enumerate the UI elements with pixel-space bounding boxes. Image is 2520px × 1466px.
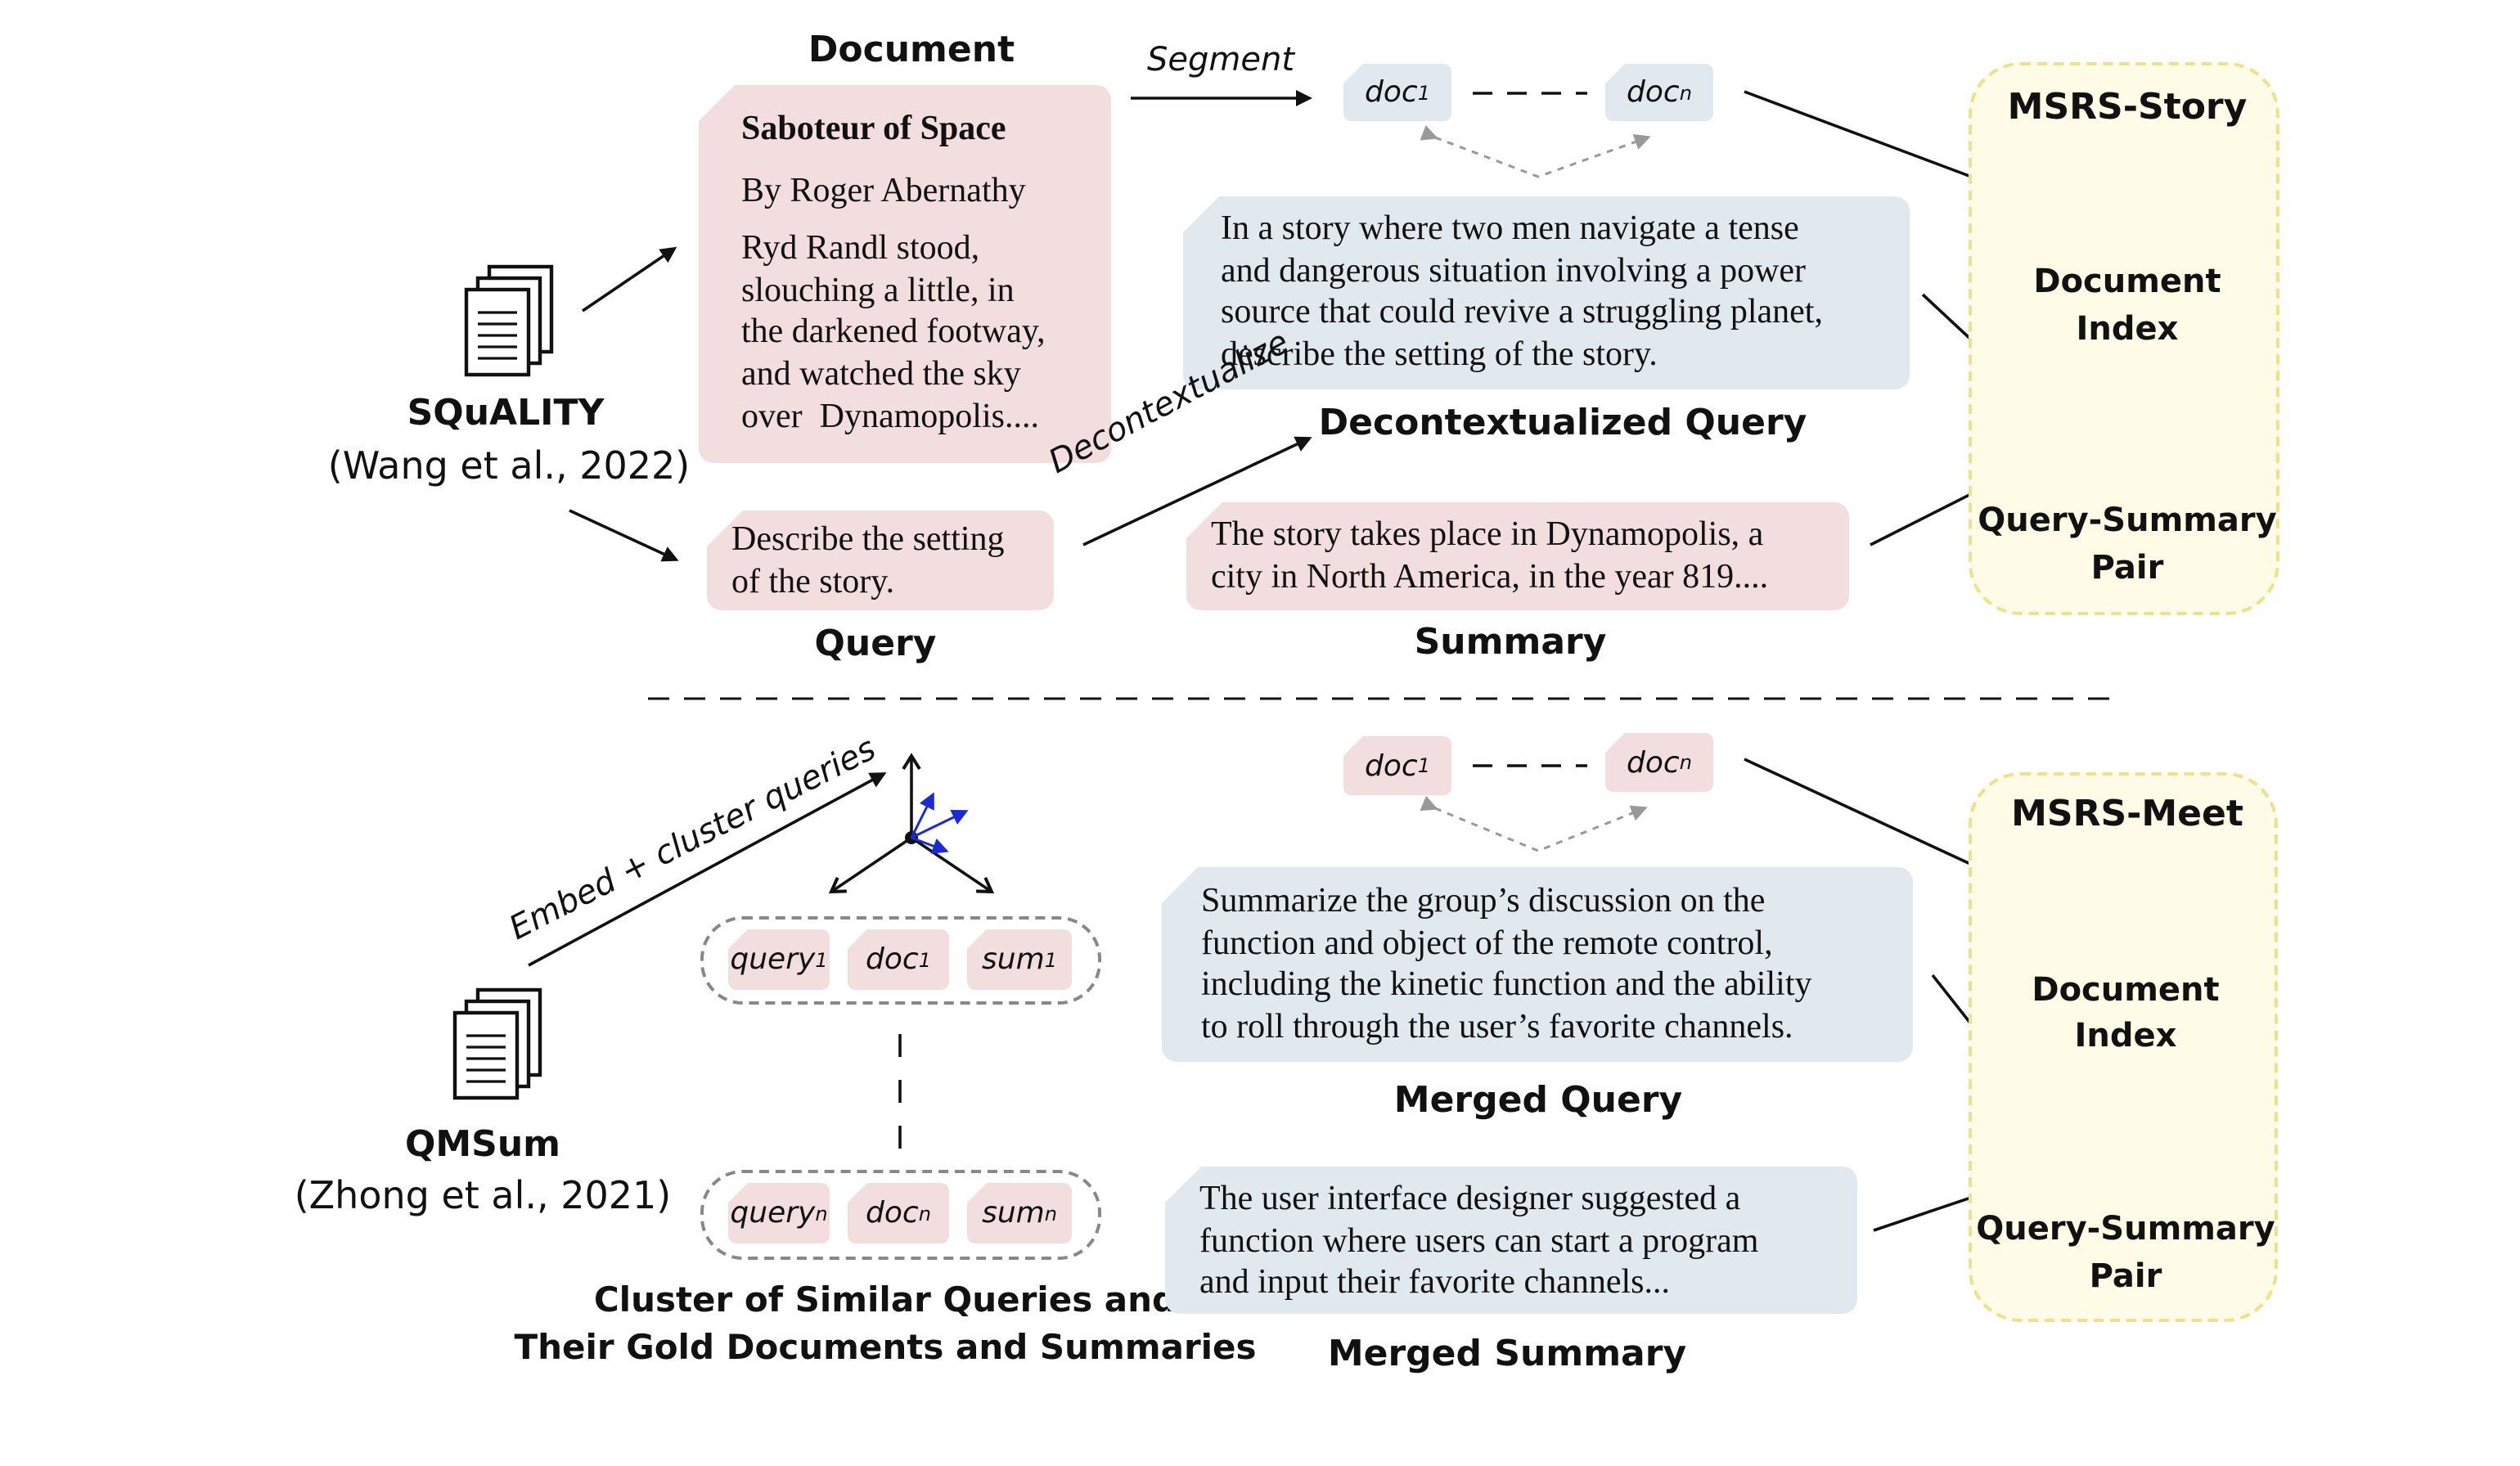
- arrow-squality-to-document: [581, 246, 677, 313]
- chip-text: doc: [1627, 745, 1680, 780]
- arrow-squality-to-query: [569, 509, 679, 562]
- chip-text: doc: [1365, 749, 1418, 783]
- decontextualized-query-label: Decontextualized Query: [1318, 403, 1807, 444]
- segment-label: Segment: [1147, 39, 1294, 79]
- document-line: Ryd Randl stood,: [741, 227, 980, 268]
- cluster-label: Cluster of Similar Queries and: [593, 1280, 1177, 1320]
- query-line: and dangerous situation involving a powe…: [1221, 250, 1807, 290]
- dotted-merge-bottom: [1420, 795, 1648, 852]
- chip-text: sum: [982, 942, 1045, 977]
- chip-text: sum: [982, 1196, 1045, 1230]
- msrs-story-box: [1969, 62, 2279, 615]
- chip-sub: 1: [1417, 754, 1430, 777]
- summary-line: city in North America, in the year 819..…: [1211, 555, 1769, 596]
- chip-sub: n: [815, 1202, 828, 1225]
- qmsum-name: QMSum: [404, 1125, 561, 1166]
- merged-summary-card: The user interface designer suggested a …: [1165, 1167, 1857, 1314]
- qmsum-citation: (Zhong et al., 2021): [294, 1176, 672, 1218]
- document-line: over Dynamopolis....: [741, 395, 1039, 435]
- msrs-story-title: MSRS-Story: [2007, 88, 2248, 128]
- chip-sub: n: [918, 1202, 931, 1225]
- document-index-label: Document: [2032, 969, 2220, 1009]
- query-line: source that could revive a struggling pl…: [1221, 291, 1823, 331]
- query-line: including the kinetic function and the a…: [1201, 964, 1812, 1004]
- query-line: describe the setting of the story.: [1221, 333, 1658, 373]
- document-line: slouching a little, in: [741, 269, 1015, 309]
- arrow-embed-cluster: [528, 772, 887, 967]
- chip-text: doc: [1365, 75, 1418, 110]
- document-line: the darkened footway,: [741, 311, 1046, 351]
- query-summary-pair-label: Pair: [2089, 1256, 2162, 1295]
- document-card: Saboteur of Space By Roger Abernathy Ryd…: [699, 85, 1111, 463]
- cluster-label: Their Gold Documents and Summaries: [514, 1328, 1257, 1367]
- summary-line: The story takes place in Dynamopolis, a: [1211, 514, 1764, 553]
- chip-text: doc: [1627, 75, 1680, 110]
- document-title: Saboteur of Space: [741, 108, 1006, 147]
- chip-sub: 1: [918, 948, 931, 971]
- document-index-label: Document: [2033, 261, 2221, 300]
- merged-summary-label: Merged Summary: [1327, 1334, 1687, 1375]
- chip-sub: 1: [1044, 948, 1057, 971]
- document-line: and watched the sky: [741, 353, 1021, 393]
- cluster-last: [700, 1170, 1101, 1260]
- chip-sub: n: [1679, 751, 1692, 774]
- summary-label: Summary: [1414, 623, 1607, 663]
- chip-text: query: [730, 942, 816, 977]
- query-line: Summarize the group’s discussion on the: [1201, 880, 1766, 920]
- chip-text: query: [730, 1196, 816, 1230]
- query-line: In a story where two men navigate a tens…: [1221, 208, 1799, 247]
- query-line: function and object of the remote contro…: [1201, 922, 1773, 962]
- query-line: of the story.: [731, 560, 895, 600]
- chip-sub: 1: [1417, 81, 1430, 104]
- axis-right: [910, 836, 995, 894]
- chip-text: doc: [866, 942, 919, 977]
- document-label: Document: [808, 30, 1015, 71]
- cluster-first: [700, 916, 1101, 1005]
- query-line: to roll through the user’s favorite chan…: [1201, 1005, 1793, 1046]
- query-line: Describe the setting: [731, 519, 1005, 558]
- chip-sub: n: [1044, 1202, 1057, 1225]
- query-card: Describe the setting of the story.: [707, 510, 1054, 610]
- msrs-meet-title: MSRS-Meet: [2011, 794, 2243, 835]
- query-summary-pair-label: Query-Summary: [1976, 1208, 2275, 1248]
- summary-line: The user interface designer suggested a: [1199, 1178, 1741, 1217]
- vector-3: [911, 836, 949, 854]
- dotted-merge-top: [1420, 124, 1651, 178]
- merged-query-card: Summarize the group’s discussion on the …: [1162, 867, 1913, 1062]
- query-summary-pair-label: Pair: [2090, 547, 2164, 587]
- msrs-meet-box: [1969, 772, 2278, 1322]
- arrow-decontextualize: [1082, 436, 1312, 546]
- summary-line: and input their favorite channels...: [1199, 1261, 1670, 1302]
- chip-sub: 1: [815, 948, 828, 971]
- document-index-label: Index: [2074, 1015, 2177, 1055]
- summary-card: The story takes place in Dynamopolis, a …: [1186, 502, 1849, 610]
- squality-citation: (Wang et al., 2022): [327, 446, 691, 488]
- decontextualized-query-card: In a story where two men navigate a tens…: [1183, 196, 1910, 389]
- chip-text: doc: [866, 1196, 919, 1230]
- summary-line: function where users can start a program: [1199, 1220, 1759, 1260]
- document-index-label: Index: [2076, 308, 2179, 348]
- vector-2: [911, 809, 969, 839]
- query-summary-pair-label: Query-Summary: [1978, 500, 2277, 539]
- document-author: By Roger Abernathy: [741, 169, 1026, 209]
- query-label: Query: [814, 624, 937, 665]
- vector-1: [910, 792, 934, 839]
- merged-query-label: Merged Query: [1393, 1081, 1683, 1122]
- squality-name: SQuALITY: [407, 393, 605, 434]
- axis-left: [828, 836, 913, 894]
- chip-sub: n: [1679, 81, 1692, 104]
